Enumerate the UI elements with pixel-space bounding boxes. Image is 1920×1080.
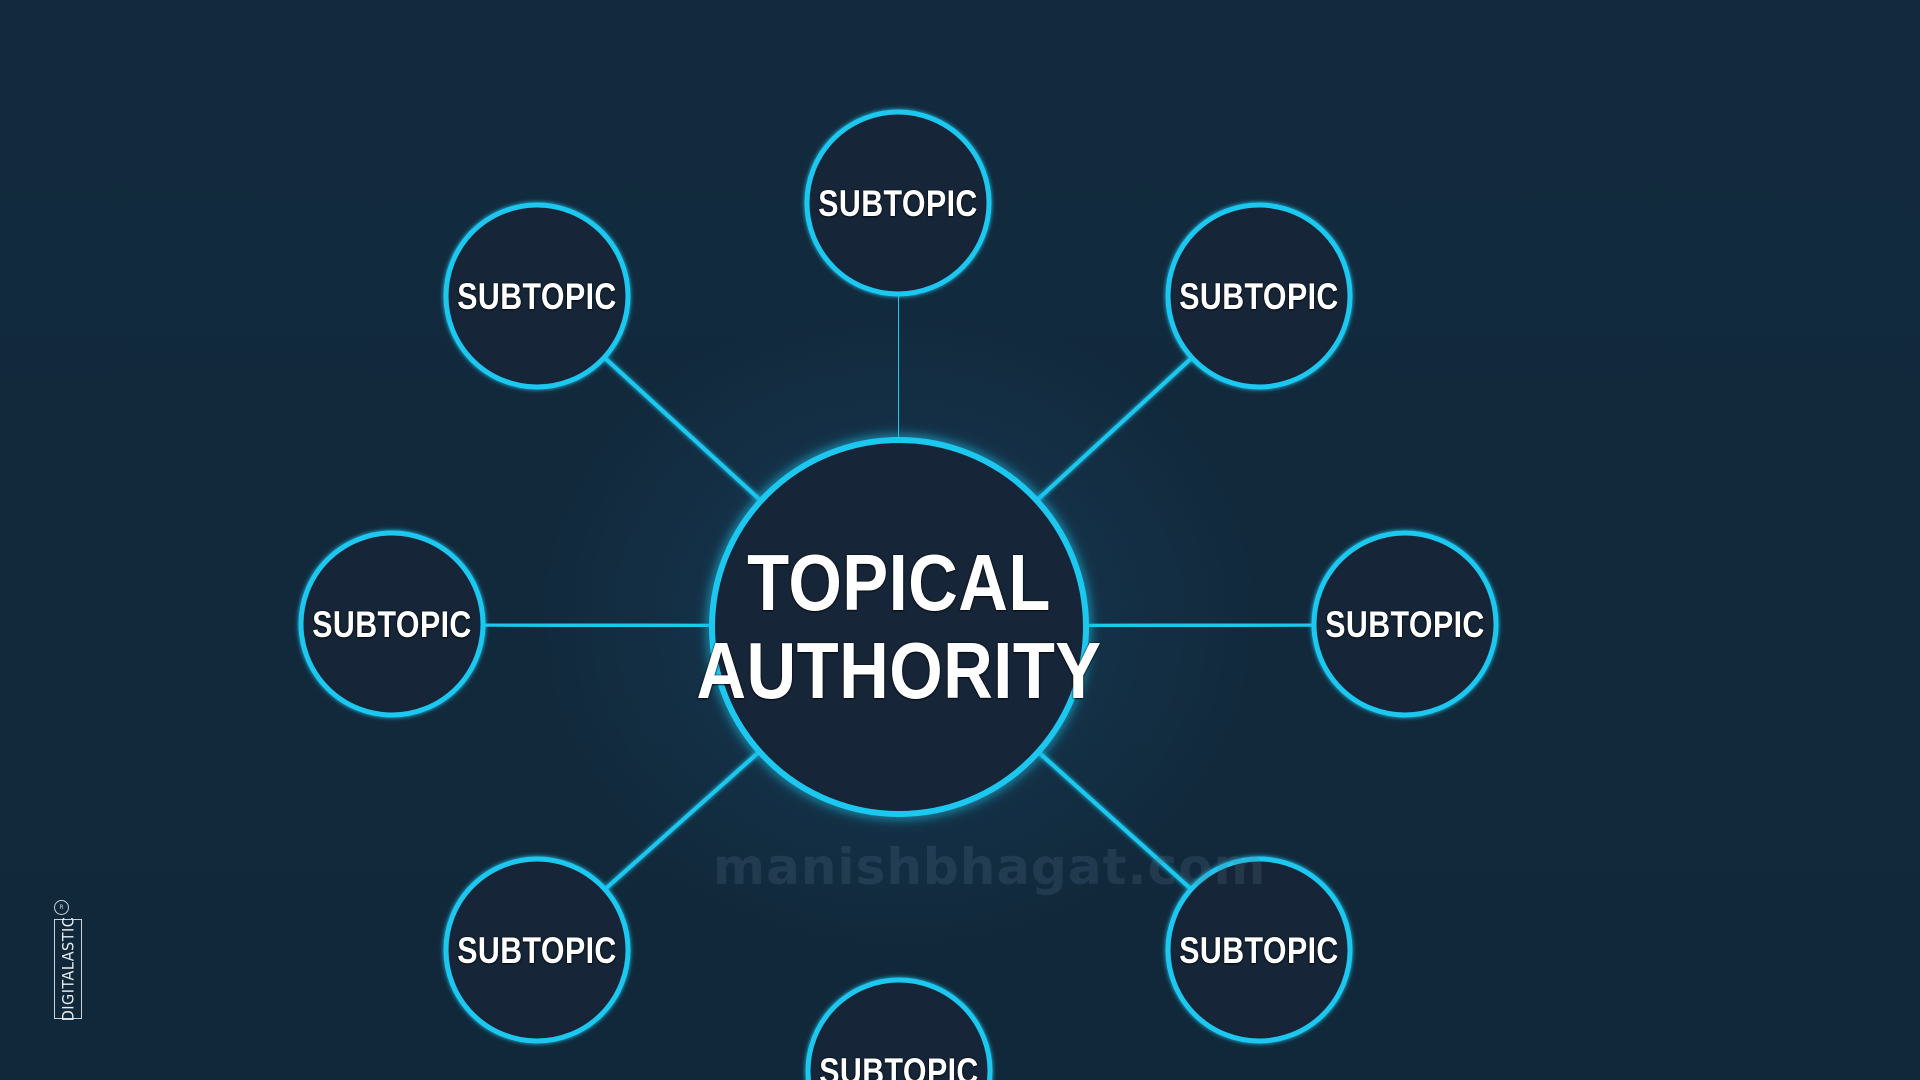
subtopic-label-top-left: SUBTOPIC bbox=[457, 276, 617, 317]
connector-line-right bbox=[1085, 622, 1315, 628]
subtopic-node-bottom-left bbox=[443, 856, 631, 1044]
subtopic-label-top-right: SUBTOPIC bbox=[1179, 276, 1339, 317]
connector-lines bbox=[482, 293, 1315, 980]
center-node-label: TOPICAL AUTHORITY bbox=[696, 539, 1101, 715]
subtopic-label-top: SUBTOPIC bbox=[818, 183, 978, 224]
subtopic-label-left: SUBTOPIC bbox=[312, 604, 472, 645]
subtopic-circles bbox=[298, 109, 1499, 1080]
center-circle bbox=[709, 437, 1089, 817]
subtopic-label-bottom-right: SUBTOPIC bbox=[1179, 930, 1339, 971]
watermark-text: manishbhagat.com bbox=[713, 838, 1267, 896]
subtopic-label-bottom: SUBTOPIC bbox=[819, 1051, 979, 1080]
connector-line-bottom-left bbox=[603, 750, 761, 891]
center-node bbox=[709, 437, 1089, 817]
subtopic-label-right: SUBTOPIC bbox=[1325, 604, 1485, 645]
subtopic-label-bottom-left: SUBTOPIC bbox=[457, 930, 617, 971]
connector-line-bottom-right bbox=[1036, 750, 1193, 891]
subtopic-node-top-right bbox=[1165, 202, 1353, 390]
subtopic-node-bottom-right bbox=[1165, 856, 1353, 1044]
subtopic-node-bottom bbox=[805, 977, 993, 1080]
subtopic-node-right bbox=[1311, 530, 1499, 718]
connector-line-left bbox=[482, 622, 713, 628]
brand-name: DIGITALASTIC bbox=[58, 916, 78, 1022]
subtopic-node-top bbox=[804, 109, 992, 297]
subtopic-node-left bbox=[298, 530, 486, 718]
connector-line-top-left bbox=[602, 355, 763, 503]
center-label-line2: AUTHORITY bbox=[696, 626, 1102, 715]
center-label-line1: TOPICAL bbox=[747, 538, 1051, 627]
brand-logo: DIGITALASTIC bbox=[54, 916, 82, 1022]
subtopic-node-top-left bbox=[443, 202, 631, 390]
connector-line-top-right bbox=[1035, 356, 1194, 502]
registered-mark-icon: R bbox=[54, 900, 69, 915]
